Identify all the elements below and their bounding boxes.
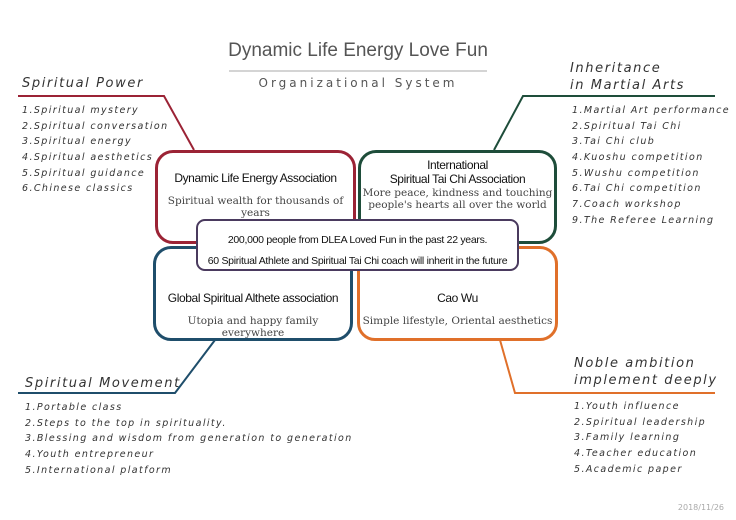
box-subtitle: Utopia and happy family everywhere [187,315,319,339]
heading-line: in Martial Arts [570,78,686,93]
box-subtitle: Spiritual wealth for thousands of years [167,195,344,219]
center-summary-box: 200,000 people from DLEA Loved Fun in th… [196,219,519,271]
spiritual-movement-heading: Spiritual Movement [25,376,181,391]
list-item: 1.Youth influence [574,401,680,412]
blue-connector [18,339,216,394]
box-title: Cao Wu [437,291,478,305]
page-subtitle: Organizational System [258,76,458,90]
martial-arts-list: 1.Martial Art performance 2.Spiritual Ta… [572,103,730,229]
box-subtitle: Simple lifestyle, Oriental aesthetics [362,315,553,327]
box-title: Spiritual Tai Chi Association [389,172,526,186]
list-item: 6.Tai Chi competition [572,183,702,195]
spiritual-power-list: 1.Spiritual mystery 2.Spiritual conversa… [22,103,169,197]
heading-line: Noble ambition [574,356,696,371]
noble-ambition-heading: Noble ambition implement deeply [574,355,718,389]
martial-arts-heading: Inheritance in Martial Arts [570,60,685,94]
list-item: 9.The Referee Learning [572,214,715,226]
list-item: 2.Spiritual conversation [22,120,169,132]
list-item: 4.Teacher education [574,448,698,460]
list-item: 2.Spiritual Tai Chi [572,120,682,132]
box-title: Dynamic Life Energy Association [174,171,337,185]
spiritual-power-heading: Spiritual Power [22,76,144,91]
list-item: 2.Steps to the top in spirituality. [25,417,227,429]
list-item: 2.Spiritual leadership [574,416,707,428]
orange-connector [499,339,715,394]
list-item: 7.Coach workshop [572,199,682,211]
list-item: 3.Tai Chi club [572,136,656,148]
list-item: 4.Spiritual aesthetics [22,152,154,164]
list-item: 4.Kuoshu competition [572,152,704,164]
list-item: 5.Wushu competition [572,167,700,179]
summary-line: 60 Spiritual Athlete and Spiritual Tai C… [207,255,508,267]
red-connector [18,95,195,151]
list-item: 3.Spiritual energy [22,136,133,148]
box-subtitle: More peace, kindness and touching [362,187,553,199]
list-item: 3.Blessing and wisdom from generation to… [25,433,353,445]
noble-ambition-list: 1.Youth influence 2.Spiritual leadership… [574,399,706,477]
page-title: Dynamic Life Energy Love Fun [228,40,488,61]
date-label: 2018/11/26 [677,503,724,512]
list-item: 6.Chinese classics [22,183,134,195]
list-item: 1.Portable class [25,402,123,413]
heading-line: implement deeply [574,373,718,388]
list-item: 5.Academic paper [574,463,683,475]
list-item: 3.Family learning [574,432,681,444]
list-item: 5.Spiritual guidance [22,167,146,179]
list-item: 5.International platform [25,464,173,476]
heading-line: Inheritance [570,61,662,76]
green-connector [493,95,715,151]
istca-box: International Spiritual Tai Chi Associat… [358,150,557,244]
box-subtitle: people's hearts all over the world [368,199,547,211]
box-title: International [427,158,488,172]
spiritual-movement-list: 1.Portable class 2.Steps to the top in s… [25,400,353,478]
list-item: 4.Youth entrepreneur [25,449,155,461]
summary-line: 200,000 people from DLEA Loved Fun in th… [227,234,488,246]
list-item: 1.Spiritual mystery [22,105,140,116]
list-item: 1.Martial Art performance [572,105,730,116]
box-title: Global Spiritual Althete association [167,291,339,305]
